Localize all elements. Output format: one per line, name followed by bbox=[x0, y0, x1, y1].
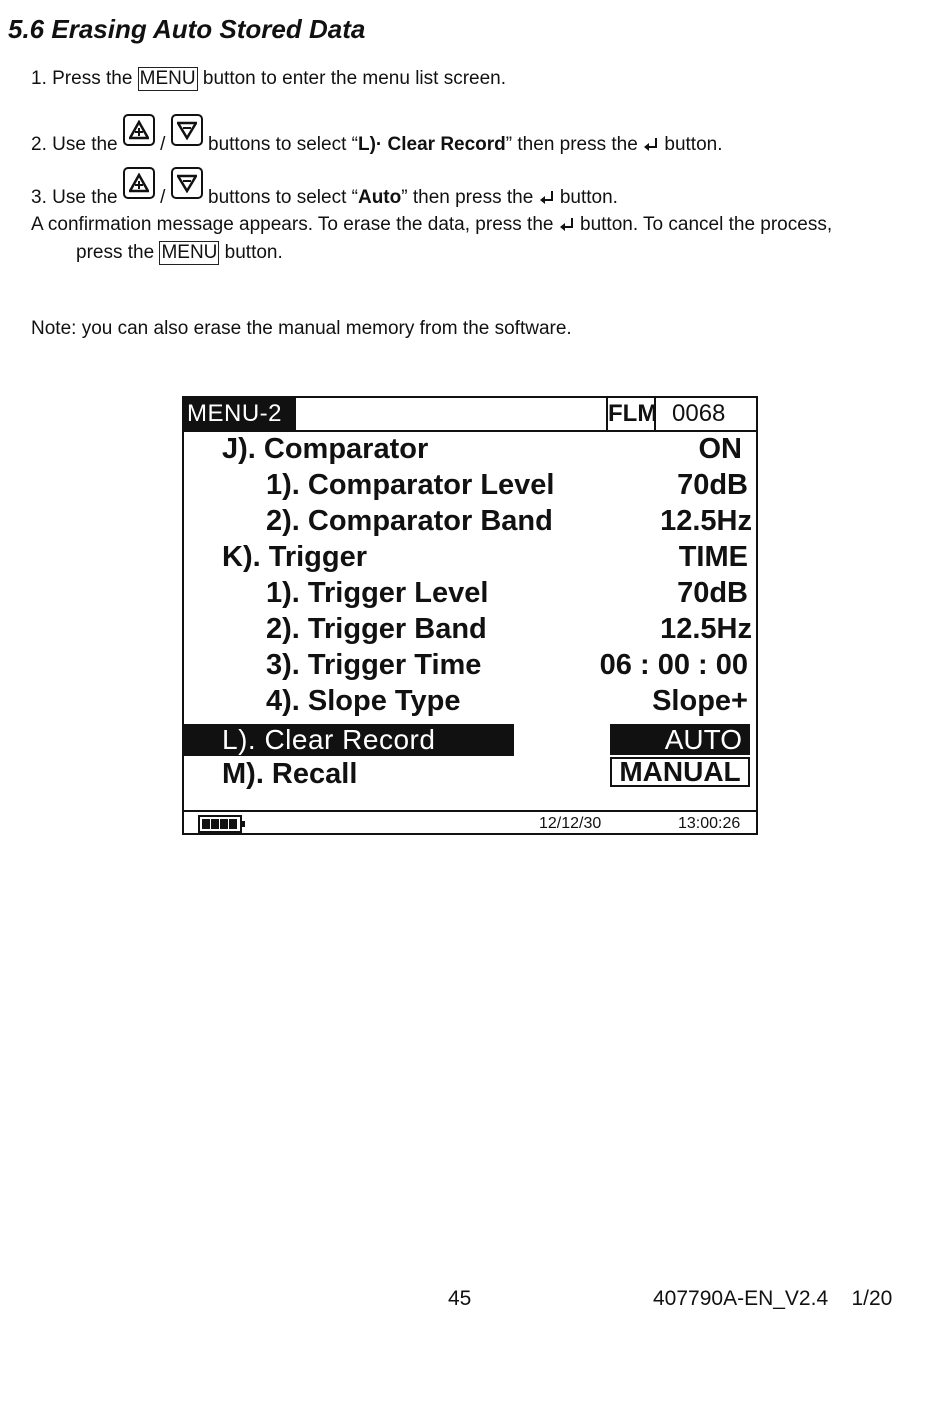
lcd-row-value: 70dB bbox=[677, 577, 748, 609]
lcd-row-value: Slope+ bbox=[652, 685, 748, 717]
lcd-row-value: 12.5Hz bbox=[660, 613, 752, 645]
confirm-text-2-end: button. bbox=[219, 242, 283, 263]
menu-key-label: MENU bbox=[159, 241, 220, 265]
lcd-option-manual: MANUAL bbox=[610, 757, 750, 787]
lcd-option-auto: AUTO bbox=[610, 724, 750, 755]
down-arrow-key-icon bbox=[170, 114, 203, 146]
lcd-row-recall: M). Recall bbox=[222, 758, 358, 790]
step-2-text: 2. Use the bbox=[31, 134, 123, 155]
lcd-row-value: ON bbox=[698, 433, 743, 465]
menu-key-label: MENU bbox=[137, 67, 198, 91]
section-heading: 5.6 Erasing Auto Stored Data bbox=[8, 14, 366, 44]
lcd-row-label: J). Comparator bbox=[222, 433, 429, 465]
lcd-header: MENU-2 FLM 0068 bbox=[184, 398, 756, 432]
lcd-selected-clear-record: L). Clear Record bbox=[184, 724, 514, 756]
step-3-text-post: ” then press the bbox=[401, 187, 539, 208]
step-2: 2. Use the / buttons to select “L)· Clea… bbox=[31, 114, 723, 157]
step-2-text-post: ” then press the bbox=[505, 134, 644, 155]
lcd-menu-title: MENU-2 bbox=[184, 398, 296, 430]
note: Note: you can also erase the manual memo… bbox=[31, 318, 572, 339]
slash: / bbox=[154, 187, 171, 208]
lcd-row-label: 1). Comparator Level bbox=[266, 469, 555, 501]
enter-key-icon bbox=[644, 138, 658, 151]
lcd-date: 12/12/30 bbox=[539, 815, 602, 832]
lcd-flm-indicator: FLM bbox=[606, 398, 657, 430]
up-arrow-key-icon bbox=[122, 167, 155, 199]
lcd-row-value: 70dB bbox=[677, 469, 748, 501]
lcd-record-count: 0068 bbox=[672, 400, 726, 427]
lcd-time: 13:00:26 bbox=[678, 815, 741, 832]
battery-icon bbox=[198, 815, 245, 833]
step-1-text-end: button to enter the menu list screen. bbox=[197, 68, 507, 89]
step-3-text-mid: buttons to select “ bbox=[208, 187, 358, 208]
down-arrow-key-icon bbox=[170, 167, 203, 199]
lcd-screen: MENU-2 FLM 0068 J). Comparator ON 1). Co… bbox=[182, 396, 758, 835]
step-3-text: 3. Use the bbox=[31, 187, 123, 208]
up-arrow-key-icon bbox=[122, 114, 155, 146]
lcd-row-value: TIME bbox=[678, 541, 748, 573]
confirm-text: A confirmation message appears. To erase… bbox=[31, 214, 559, 235]
step-2-text-end: button. bbox=[659, 134, 723, 155]
document-id: 407790A-EN_V2.4 1/20 bbox=[653, 1287, 893, 1310]
lcd-status-bar: 12/12/30 13:00:26 bbox=[184, 810, 756, 835]
confirm-text-2: press the bbox=[76, 242, 160, 263]
lcd-row-label: 2). Trigger Band bbox=[266, 613, 487, 645]
page-number: 45 bbox=[448, 1287, 472, 1310]
lcd-row-value: 06 : 00 : 00 bbox=[599, 649, 748, 681]
lcd-row-value: 12.5Hz bbox=[660, 505, 752, 537]
step-2-text-mid: buttons to select “ bbox=[208, 134, 358, 155]
step-3: 3. Use the / buttons to select “Auto” th… bbox=[31, 167, 618, 210]
auto-option-name: Auto bbox=[357, 187, 402, 208]
lcd-row-label: 1). Trigger Level bbox=[266, 577, 489, 609]
lcd-row-label: 4). Slope Type bbox=[266, 685, 461, 717]
step-3-text-end: button. bbox=[554, 187, 618, 208]
step-1-text: 1. Press the bbox=[31, 68, 138, 89]
slash: / bbox=[154, 134, 171, 155]
lcd-row-label: K). Trigger bbox=[222, 541, 368, 573]
lcd-row-label: 2). Comparator Band bbox=[266, 505, 553, 537]
enter-key-icon bbox=[539, 191, 553, 204]
lcd-row-label: 3). Trigger Time bbox=[266, 649, 482, 681]
step-1: 1. Press the MENU button to enter the me… bbox=[31, 67, 506, 91]
confirm-line-2: press the MENU button. bbox=[76, 241, 283, 265]
enter-key-icon bbox=[559, 218, 573, 231]
clear-record-option-name: L)· Clear Record bbox=[357, 134, 506, 155]
confirm-text-end: button. To cancel the process, bbox=[574, 214, 833, 235]
confirm-line-1: A confirmation message appears. To erase… bbox=[31, 213, 832, 237]
